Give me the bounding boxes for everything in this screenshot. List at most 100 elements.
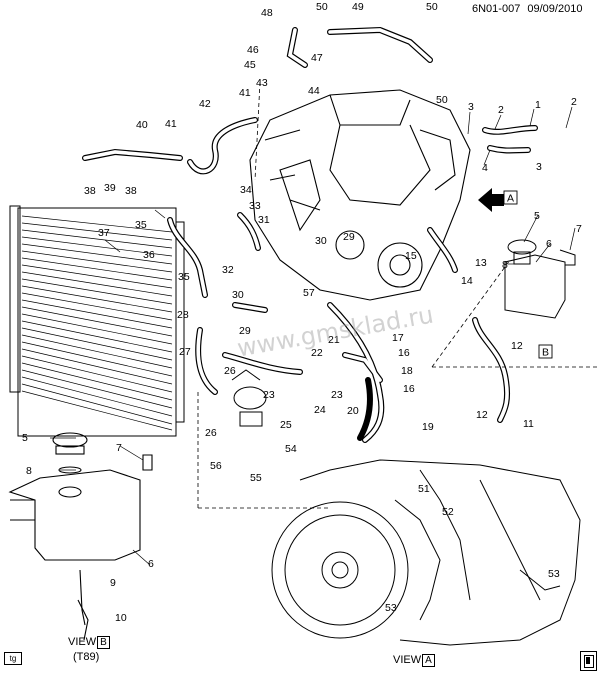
callout-18: 18 xyxy=(401,365,413,377)
callout-24: 24 xyxy=(314,404,326,416)
callout-52: 52 xyxy=(442,506,454,518)
callout-8a: 8 xyxy=(502,259,508,271)
callout-46: 46 xyxy=(247,44,259,56)
callout-40: 40 xyxy=(136,119,148,131)
callout-6a: 6 xyxy=(546,238,552,250)
callout-8b: 8 xyxy=(26,465,32,477)
callout-5b: 5 xyxy=(22,432,28,444)
callout-29a: 29 xyxy=(239,325,251,337)
drawing-id-text: 6N01-007 xyxy=(472,3,521,15)
callout-38a: 38 xyxy=(84,185,96,197)
callout-41b: 41 xyxy=(239,87,251,99)
callout-53b: 53 xyxy=(385,602,397,614)
view-b-reference-label: B xyxy=(542,347,549,359)
callout-5a: 5 xyxy=(534,210,540,222)
surge-tank-view-b xyxy=(8,432,153,641)
view-a-arrow-label: A xyxy=(507,193,514,205)
callout-26a: 26 xyxy=(224,365,236,377)
callout-28: 28 xyxy=(177,309,189,321)
callout-42: 42 xyxy=(199,98,211,110)
callout-2a: 2 xyxy=(498,104,504,116)
radiator xyxy=(9,205,185,437)
callout-27: 27 xyxy=(179,346,191,358)
transmission-view-a xyxy=(271,459,581,646)
callout-44: 44 xyxy=(308,85,320,97)
callout-50b: 50 xyxy=(426,1,438,13)
callout-12a: 12 xyxy=(511,340,523,352)
callout-33: 33 xyxy=(249,200,261,212)
publisher-logo-icon xyxy=(580,651,597,671)
callout-13: 13 xyxy=(475,257,487,269)
callout-29b: 29 xyxy=(343,231,355,243)
callout-49: 49 xyxy=(352,1,364,13)
callout-38b: 38 xyxy=(125,185,137,197)
callout-15: 15 xyxy=(405,250,417,262)
callout-16b: 16 xyxy=(403,383,415,395)
callout-2b: 2 xyxy=(571,96,577,108)
callout-16a: 16 xyxy=(398,347,410,359)
callout-35b: 35 xyxy=(178,271,190,283)
callout-17: 17 xyxy=(392,332,404,344)
drawing-id: 6N01-007 09/09/2010 xyxy=(472,3,582,15)
callout-57: 57 xyxy=(303,287,315,299)
callout-26b: 26 xyxy=(205,427,217,439)
callout-6b: 6 xyxy=(148,558,154,570)
callout-22: 22 xyxy=(311,347,323,359)
callout-45: 45 xyxy=(244,59,256,71)
callout-56: 56 xyxy=(210,460,222,472)
callout-7a: 7 xyxy=(576,223,582,235)
surge-tank-right xyxy=(504,239,576,319)
view-b-word: VIEW xyxy=(68,636,97,648)
callout-48: 48 xyxy=(261,7,273,19)
radiator-core xyxy=(21,215,173,431)
callout-21: 21 xyxy=(328,334,340,346)
callout-23a: 23 xyxy=(331,389,343,401)
callout-31: 31 xyxy=(258,214,270,226)
callout-25: 25 xyxy=(280,419,292,431)
callout-3b: 3 xyxy=(536,161,542,173)
callout-51: 51 xyxy=(418,483,430,495)
callout-14: 14 xyxy=(461,275,473,287)
callout-23b: 23 xyxy=(263,389,275,401)
callout-30b: 30 xyxy=(232,289,244,301)
callout-3a: 3 xyxy=(468,101,474,113)
callout-53a: 53 xyxy=(548,568,560,580)
view-boundary xyxy=(197,81,600,509)
callout-41a: 41 xyxy=(165,118,177,130)
callout-1: 1 xyxy=(535,99,541,111)
callout-37: 37 xyxy=(98,227,110,239)
view-a-arrow: A xyxy=(478,188,518,212)
callout-36: 36 xyxy=(143,249,155,261)
callout-32: 32 xyxy=(222,264,234,276)
hose-highlights xyxy=(83,28,537,442)
callout-10: 10 xyxy=(115,612,127,624)
callout-numbers: 1 2 2 3 3 4 5 6 7 8 11 12 12 13 14 15 16… xyxy=(22,1,582,624)
view-b-reference-box: B xyxy=(538,344,553,359)
view-b-subcaption: (T89) xyxy=(73,651,100,663)
callout-55: 55 xyxy=(250,472,262,484)
view-a-word: VIEW xyxy=(393,654,422,666)
callout-43: 43 xyxy=(256,77,268,89)
callout-11: 11 xyxy=(523,418,534,430)
water-pump xyxy=(231,369,267,427)
callout-30a: 30 xyxy=(315,235,327,247)
corner-tag: tg xyxy=(4,652,22,665)
callout-9: 9 xyxy=(110,577,116,589)
callout-35a: 35 xyxy=(135,219,147,231)
drawing-date: 09/09/2010 xyxy=(527,3,583,15)
view-b-letter: B xyxy=(97,636,110,649)
callout-39: 39 xyxy=(104,182,116,194)
callout-34: 34 xyxy=(240,184,252,196)
view-a-letter: A xyxy=(422,654,435,667)
callout-50c: 50 xyxy=(436,94,448,106)
callout-12b: 12 xyxy=(476,409,488,421)
leader-lines xyxy=(50,106,576,566)
engine-assembly xyxy=(249,89,471,301)
callout-7b: 7 xyxy=(116,442,122,454)
callout-4: 4 xyxy=(482,162,488,174)
callout-47: 47 xyxy=(311,52,323,64)
callout-20: 20 xyxy=(347,405,359,417)
